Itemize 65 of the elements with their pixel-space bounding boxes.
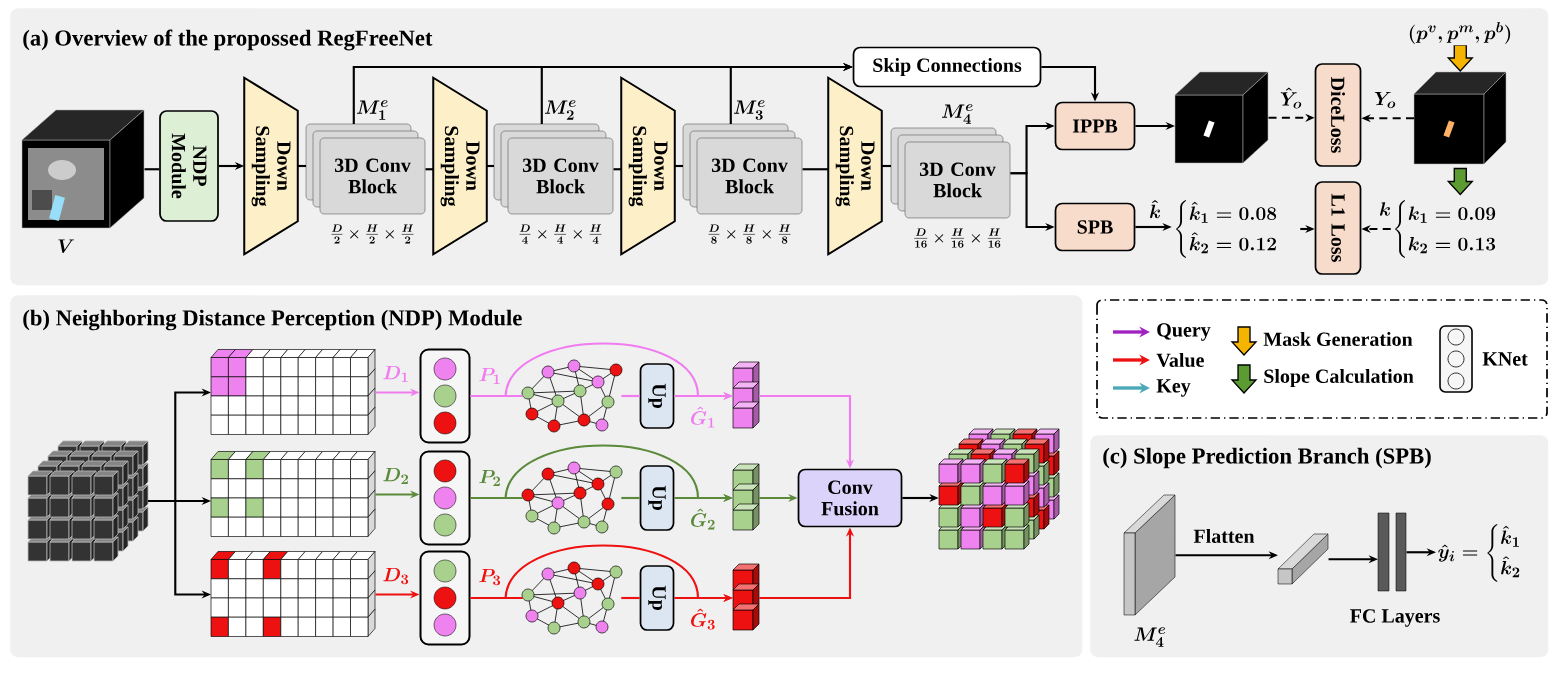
connector-line xyxy=(613,168,622,171)
connector-line xyxy=(621,496,640,500)
feature-label: $M_4^e$ xyxy=(941,104,973,124)
feature-column-drawing xyxy=(732,361,760,429)
variable-label: $V$ xyxy=(58,239,75,253)
upsample-box: Up xyxy=(639,465,675,531)
connector-line xyxy=(297,164,306,168)
equation: $\begin{cases}k_1 = 0.09\\ k_2 = 0.13\end{cases}$ xyxy=(1395,200,1496,258)
size-label: $\frac{D}{16}\times\frac{H}{16}\times\frac{H}{16}$ xyxy=(914,228,1001,248)
voxel-grid-drawing xyxy=(210,451,376,537)
feature-column-drawing xyxy=(732,563,760,631)
voxel-cube-drawing xyxy=(938,428,1060,550)
feature-label: $M_1^e$ xyxy=(356,100,388,120)
edge-label: $\hat{G}_3$ xyxy=(688,607,718,631)
module-box: NDP Module xyxy=(159,110,219,222)
mask-cube-drawing xyxy=(1174,71,1269,164)
layer-label: FC Layers xyxy=(1350,609,1440,627)
loss-box: DiceLoss xyxy=(1314,63,1362,167)
feature-label: $M_3^e$ xyxy=(733,100,765,120)
connector-line xyxy=(802,168,829,171)
feature-label: $M_2^e$ xyxy=(544,100,576,120)
legend-label: Mask Generation xyxy=(1263,331,1413,346)
equation: $\hat{y}_i=\begin{cases}\hat{k}_1\\ \hat{k}_2\end{cases}$ xyxy=(1438,524,1520,582)
legend-label: KNet xyxy=(1482,352,1528,366)
edge-label: $\hat{Y}_o$ xyxy=(1278,86,1304,110)
legend-label: Query xyxy=(1157,323,1211,341)
fusion-box: Conv Fusion xyxy=(797,468,903,528)
upsample-box: Up xyxy=(639,363,675,429)
edge-label: $\hat{G}_1$ xyxy=(688,405,718,429)
module-box: Skip Connections xyxy=(852,46,1042,88)
knet-block xyxy=(419,348,471,444)
connector-line xyxy=(674,164,683,168)
feature-label: $M_4^e$ xyxy=(1134,627,1166,647)
module-box: IPPB xyxy=(1054,101,1136,151)
size-label: $\frac{D}{2}\times\frac{H}{2}\times\frac{H}{2}$ xyxy=(331,224,414,244)
feature-column-drawing xyxy=(732,463,760,531)
loss-box: L1 Loss xyxy=(1314,181,1362,275)
block-arrow xyxy=(1446,167,1474,196)
legend-label: Key xyxy=(1156,379,1191,397)
voxel-grid-drawing xyxy=(210,551,376,637)
connector-line xyxy=(144,168,160,171)
block-arrow xyxy=(1446,44,1474,72)
size-label: $\frac{D}{4}\times\frac{H}{4}\times\frac{H}{4}$ xyxy=(519,224,602,244)
connector-line xyxy=(486,164,494,168)
voxel-cube-drawing xyxy=(27,440,149,562)
flattened-vector-drawing xyxy=(1277,533,1329,585)
graph-drawing xyxy=(521,461,623,535)
knet-block xyxy=(419,550,471,646)
connector-line xyxy=(425,168,434,171)
connector-line xyxy=(881,164,891,168)
edge-label: $\hat{G}_2$ xyxy=(688,507,718,531)
legend-label: Value xyxy=(1156,352,1204,368)
graph-drawing xyxy=(521,359,623,433)
connector-line xyxy=(621,394,640,398)
upsample-box: Up xyxy=(639,565,675,631)
voxel-grid-drawing xyxy=(210,349,376,435)
size-label: $\frac{D}{8}\times\frac{H}{8}\times\frac{H}{8}$ xyxy=(708,224,791,244)
module-box: SPB xyxy=(1054,202,1136,252)
graph-drawing xyxy=(521,561,623,635)
equation: $\begin{cases}\hat{k}_1 = 0.08\\ \hat{k}_2 = 0.12\end{cases}$ xyxy=(1176,200,1277,258)
connector-line xyxy=(621,596,640,600)
legend-label: Slope Calculation xyxy=(1264,368,1414,388)
knet-block xyxy=(419,450,471,546)
edge-label: $(p^v, p^m, p^b)$ xyxy=(1406,20,1514,46)
mask-cube-drawing xyxy=(1413,71,1507,165)
